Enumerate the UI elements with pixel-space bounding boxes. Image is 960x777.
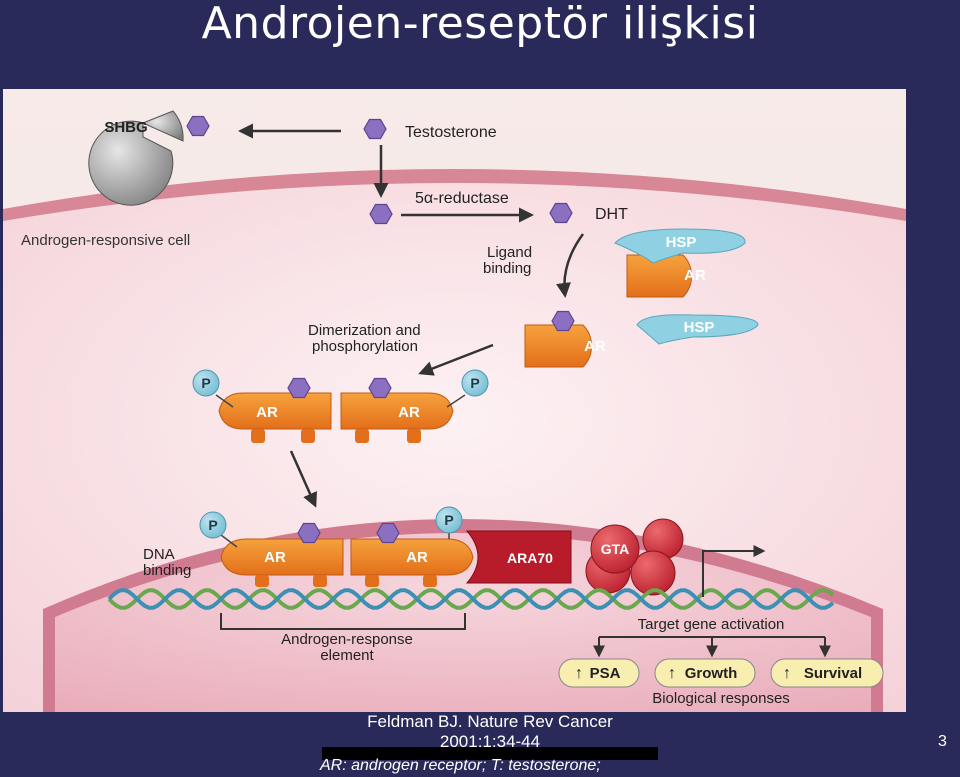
dht-nuclear-right-icon (376, 522, 400, 544)
target-gene-activation-label: Target gene activation (638, 616, 785, 633)
ar-label-dimer-right: AR (398, 404, 420, 421)
survival-response: ↑ Survival (770, 658, 884, 688)
abbreviation-footnote: AR: androgen receptor; T: testosterone; (320, 757, 601, 774)
dht-nuclear-left-icon (297, 522, 321, 544)
dimerization-label-line1: Dimerization and (308, 322, 421, 339)
arrow-ligand-binding (556, 233, 585, 298)
hsp-label-released: HSP (684, 319, 715, 336)
dna-strand (107, 588, 835, 610)
ara70-label: ARA70 (507, 550, 553, 566)
svg-text:↑: ↑ (783, 665, 791, 682)
dht-hormone-icon (549, 202, 573, 224)
five-alpha-reductase-label: 5α-reductase (415, 190, 509, 207)
shbg-protein: SHBG (88, 110, 184, 206)
cell-label: Androgen-responsive cell (21, 232, 190, 249)
psa-label: PSA (590, 665, 621, 682)
citation: Feldman BJ. Nature Rev Cancer 2001;1:34-… (330, 712, 650, 752)
ar-label-dimer-left: AR (256, 404, 278, 421)
ligand-binding-line2: binding (483, 260, 531, 277)
dna-binding-line2: binding (143, 562, 191, 579)
testosterone-hormone-icon (363, 118, 387, 140)
dht-label: DHT (595, 206, 628, 223)
growth-label: Growth (685, 665, 738, 682)
testosterone-intracellular-icon (369, 203, 393, 225)
dht-dimer-right-icon (368, 377, 392, 399)
arrow-dimerization (418, 343, 494, 376)
phosphate-label-left: P (201, 375, 210, 391)
ar-label-bound: AR (584, 338, 606, 355)
phosphate-nuclear-right: P (435, 506, 463, 539)
arrow-to-nucleus (289, 450, 317, 508)
growth-response: ↑ Growth (654, 658, 756, 688)
gta-complex: GTA (585, 518, 684, 596)
phosphate-label-nuclear-left: P (208, 517, 217, 533)
testosterone-label: Testosterone (405, 124, 497, 141)
androgen-receptor-diagram: SHBG Testosterone 5α-reductase DHT Andro… (3, 89, 906, 712)
are-label-line1: Androgen-response (281, 631, 413, 648)
dna-helix (107, 588, 835, 610)
citation-line2: 2001;1:34-44 (439, 732, 541, 751)
ar-dimer-nucleus: AR AR (220, 538, 474, 587)
shbg-bound-hormone-icon (186, 115, 210, 137)
ar-label-nuclear-left: AR (264, 549, 286, 566)
ligand-binding-line1: Ligand (487, 244, 532, 261)
phosphate-right: P (446, 369, 489, 408)
transcription-start-arrow (702, 545, 766, 597)
phosphate-nuclear-left: P (199, 511, 238, 548)
psa-response: ↑ PSA (558, 658, 640, 688)
hsp-label-complex: HSP (666, 234, 697, 251)
are-label-line2: element (320, 647, 374, 664)
are-bracket (220, 613, 466, 630)
biological-responses-label: Biological responses (652, 690, 790, 707)
dna-strand (107, 588, 835, 610)
ar-hsp-complex: AR HSP (614, 228, 746, 298)
svg-text:↑: ↑ (575, 665, 583, 682)
ar-dimer-cytoplasm: AR AR (218, 392, 454, 443)
phosphate-label-right: P (470, 375, 479, 391)
ar-label-complex: AR (684, 267, 706, 284)
ar-dht-bound: AR (524, 324, 606, 368)
dimerization-label-line2: phosphorylation (312, 338, 418, 355)
dht-dimer-left-icon (287, 377, 311, 399)
ar-label-nuclear-right: AR (406, 549, 428, 566)
hsp-released: HSP (636, 314, 759, 345)
ara70-coactivator: ARA70 (465, 530, 572, 584)
dna-binding-line1: DNA (143, 546, 175, 563)
shbg-label: SHBG (104, 119, 147, 136)
survival-label: Survival (804, 665, 862, 682)
phosphate-label-nuclear-right: P (444, 512, 453, 528)
dht-bound-icon (551, 310, 575, 332)
gta-label: GTA (601, 541, 630, 557)
citation-line1: Feldman BJ. Nature Rev Cancer (367, 712, 613, 731)
slide-title: Androjen-reseptör ilişkisi (201, 0, 759, 49)
footer-bar (322, 747, 658, 760)
page-number: 3 (938, 733, 947, 750)
phosphate-left: P (192, 369, 234, 408)
svg-text:↑: ↑ (668, 665, 676, 682)
